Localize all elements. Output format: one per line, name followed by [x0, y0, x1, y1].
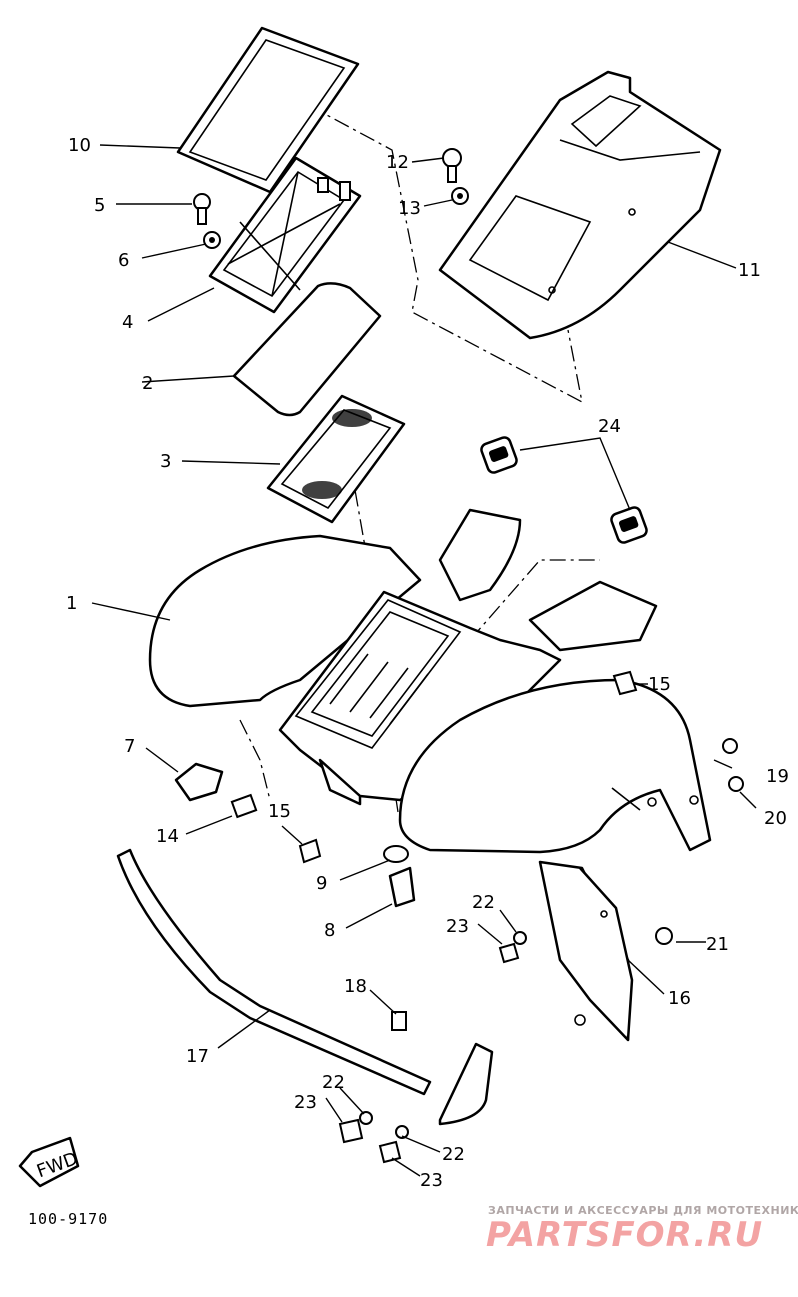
callout-9: 9: [316, 873, 327, 894]
callout-13: 13: [398, 198, 421, 219]
leader-lines: [91, 144, 757, 1177]
mud-flap-part-16: [538, 860, 634, 1042]
callout-15-left: 15: [268, 801, 291, 822]
watermark-tagline: ЗАПЧАСТИ И АКСЕССУАРЫ ДЛЯ МОТОТЕХНИКИ: [488, 1204, 798, 1217]
callout-8: 8: [324, 920, 335, 941]
callout-19: 19: [766, 766, 789, 787]
callout-12: 12: [386, 152, 409, 173]
callout-22-mid: 22: [472, 892, 495, 913]
fwd-arrow-mark: [18, 1136, 80, 1188]
cap-frame-part-4: [208, 156, 362, 314]
hardware-fasteners: [174, 148, 744, 1164]
grommets-part-24: [480, 436, 648, 544]
callout-labels: 1 2 3 4 5 6 7 8 9 10 11 12 13 14 15 15 1…: [66, 135, 789, 1191]
callout-2: 2: [142, 373, 153, 394]
callout-23-mid: 23: [446, 916, 469, 937]
callout-22-bottom-right: 22: [442, 1144, 465, 1165]
callout-20: 20: [764, 808, 787, 829]
brace-part-17: [116, 848, 494, 1126]
callout-23-bottom-right: 23: [420, 1170, 443, 1191]
watermark-brand: PARTSFOR.RU: [486, 1215, 763, 1255]
callout-6: 6: [118, 250, 129, 271]
filter-element-part-2: [232, 282, 382, 417]
drawing-code: 100-9170: [28, 1210, 108, 1228]
callout-16: 16: [668, 988, 691, 1009]
callout-17: 17: [186, 1046, 209, 1067]
callout-7: 7: [124, 736, 135, 757]
callout-22-bottom-left: 22: [322, 1072, 345, 1093]
callout-21: 21: [706, 934, 729, 955]
callout-1: 1: [66, 593, 77, 614]
callout-18: 18: [344, 976, 367, 997]
callout-11: 11: [738, 260, 761, 281]
rear-cover-part-11: [438, 70, 722, 340]
callout-4: 4: [122, 312, 133, 333]
callout-24: 24: [598, 416, 621, 437]
callout-3: 3: [160, 451, 171, 472]
callout-15-right: 15: [648, 674, 671, 695]
callout-23-bottom-left: 23: [294, 1092, 317, 1113]
callout-5: 5: [94, 195, 105, 216]
seal-frame-part-10: [176, 26, 360, 194]
rear-fender-part-1: [148, 508, 712, 854]
callout-10: 10: [68, 135, 91, 156]
callout-14: 14: [156, 826, 179, 847]
filter-screen-part-3: [266, 394, 406, 524]
